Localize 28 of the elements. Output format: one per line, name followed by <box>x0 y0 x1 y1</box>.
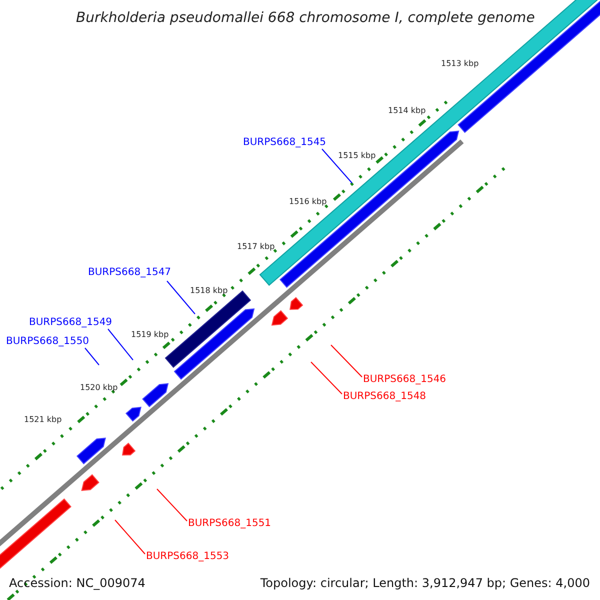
gene-label: BURPS668_1546 <box>363 375 446 385</box>
gene-label: BURPS668_1551 <box>188 519 272 529</box>
scale-label: 1521 kbp <box>24 416 62 424</box>
title: Burkholderia pseudomallei 668 chromosome I, complete genome <box>76 11 535 25</box>
scale-label: 1518 kbp <box>190 287 228 295</box>
leader-line <box>322 148 352 184</box>
gene-label: BURPS668_1553 <box>146 552 230 562</box>
scale-label: 1514 kbp <box>388 107 426 115</box>
gene-label: BURPS668_1548 <box>343 392 426 402</box>
leader-line <box>114 520 146 554</box>
gene-label: BURPS668_1547 <box>88 268 172 278</box>
leader-line <box>156 488 188 522</box>
gene-label: BURPS668_1545 <box>243 138 326 148</box>
leader-line <box>310 362 342 394</box>
scale-label: 1520 kbp <box>80 384 118 392</box>
genome-info-text: Topology: circular; Length: 3,912,947 bp; Genes: 4,000 <box>260 577 590 589</box>
leader-line <box>330 344 362 378</box>
scale-label: 1515 kbp <box>338 152 376 160</box>
scale-label: 1513 kbp <box>441 60 479 68</box>
leader-line <box>84 348 100 366</box>
scale-label: 1519 kbp <box>131 331 169 339</box>
leader-line <box>108 328 134 360</box>
gene-label: BURPS668_1549 <box>29 318 112 328</box>
scale-label: 1517 kbp <box>237 243 275 251</box>
leader-line <box>166 280 196 314</box>
gene-label: BURPS668_1550 <box>6 337 90 347</box>
scale-label: 1516 kbp <box>289 198 327 206</box>
accession-text: Accession: NC_009074 <box>9 577 146 589</box>
